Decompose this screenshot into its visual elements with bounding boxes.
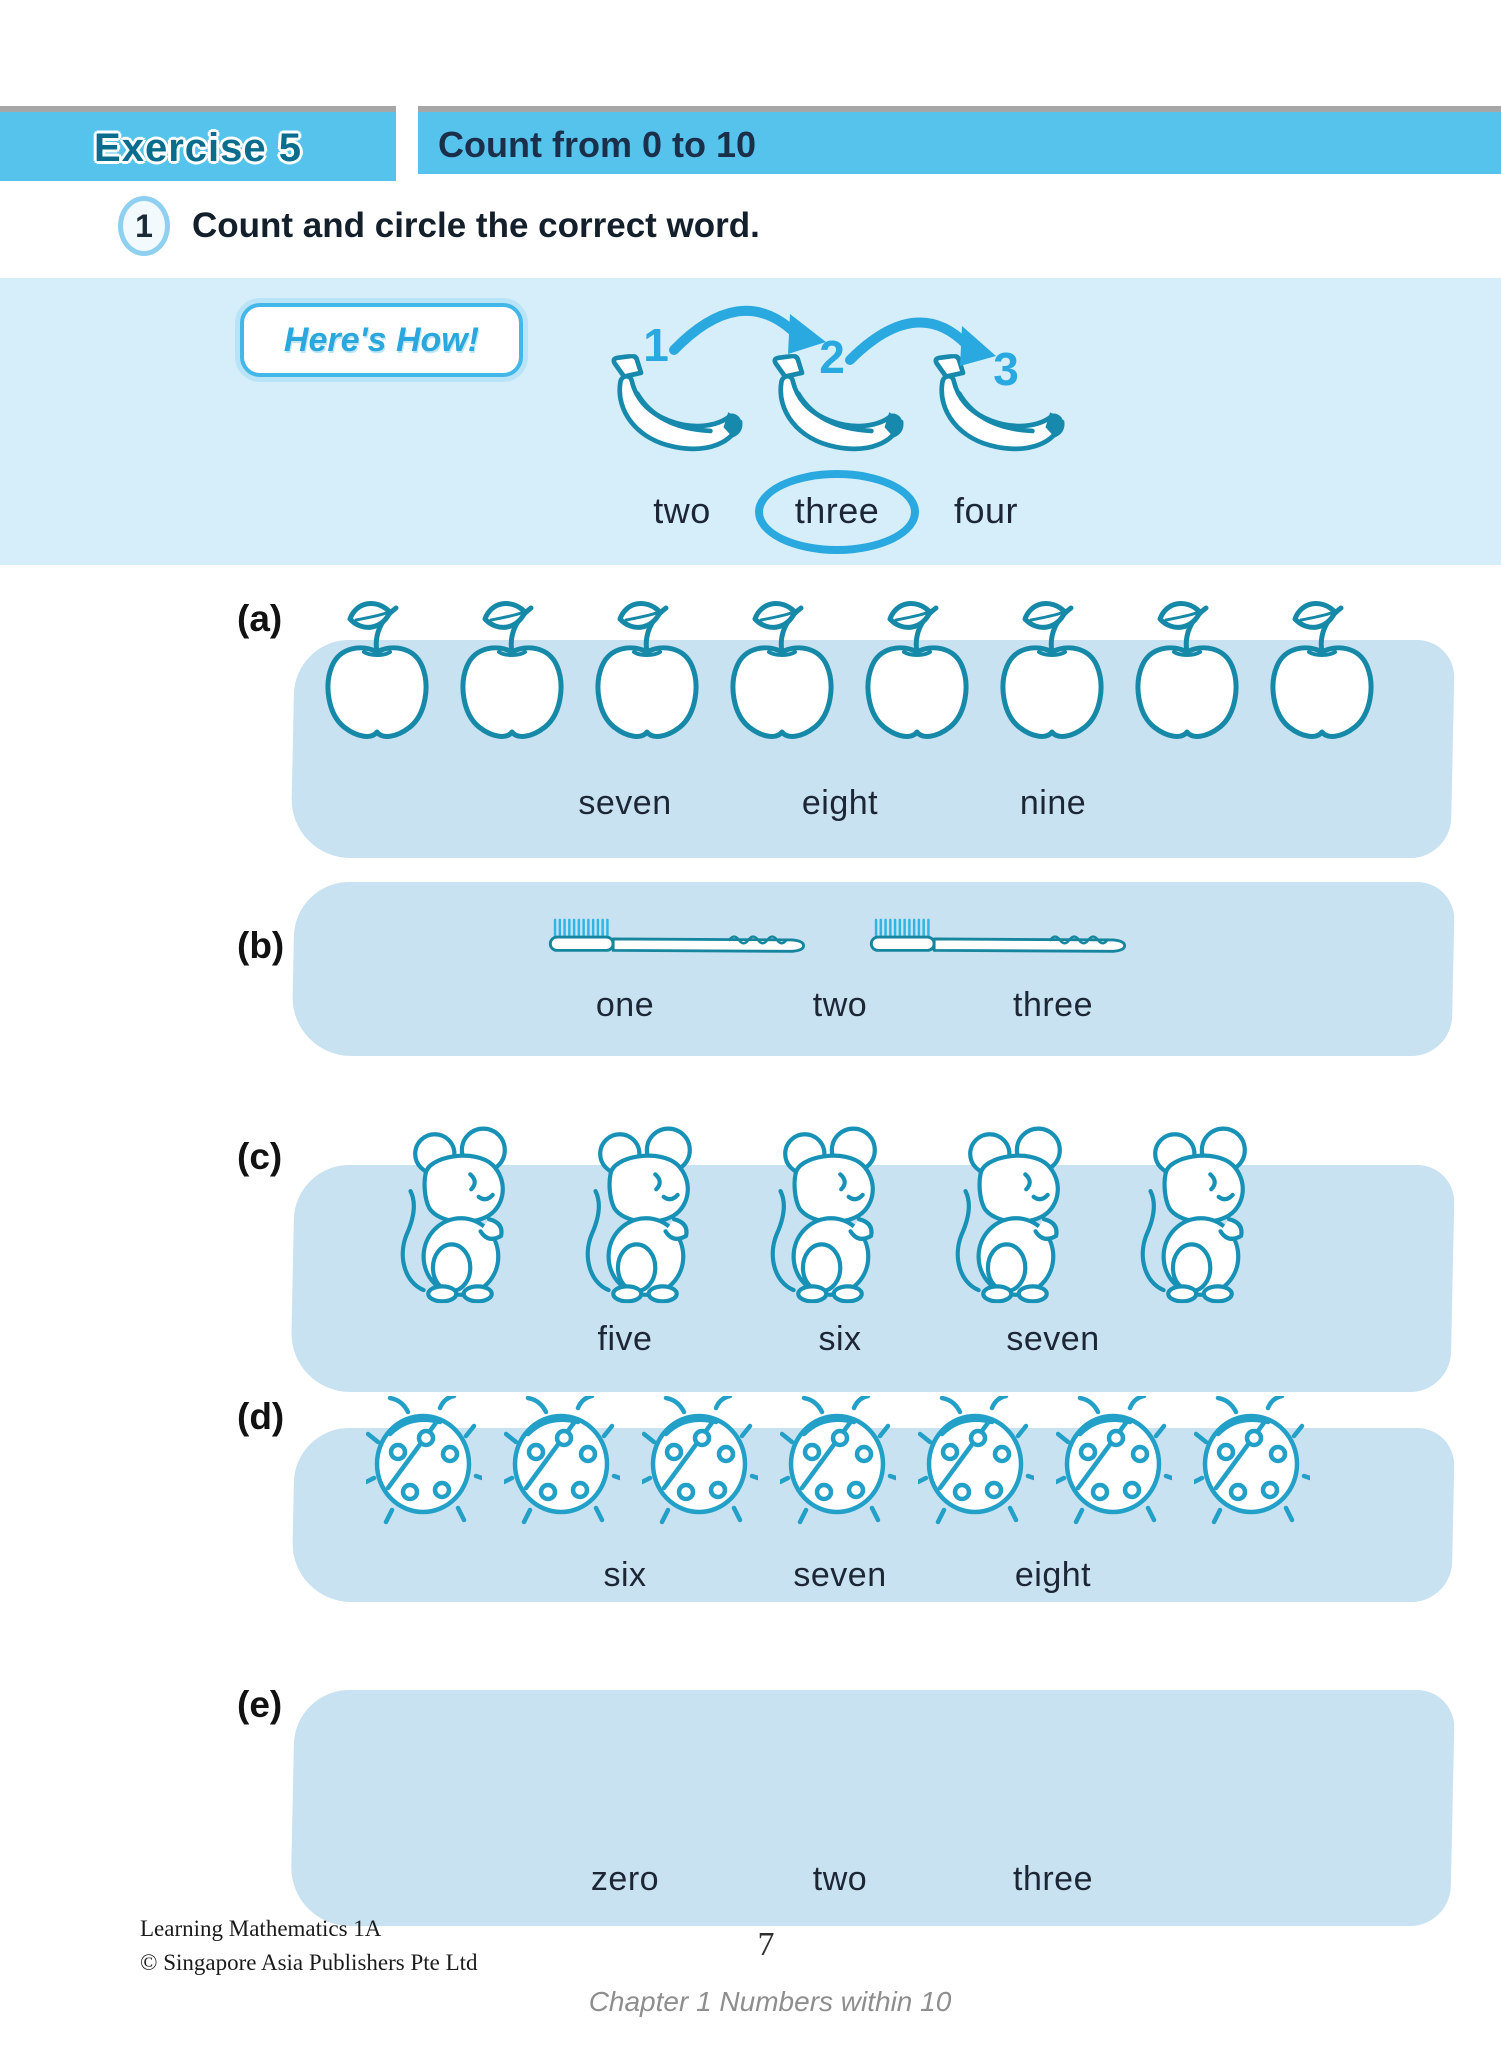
section-panel-b xyxy=(291,882,1455,1056)
option-word[interactable]: one xyxy=(595,986,655,1024)
option-word[interactable]: seven xyxy=(1006,1320,1100,1358)
exercise-label: Exercise 5 xyxy=(94,126,302,170)
ladybug-icon xyxy=(366,1396,482,1526)
toothbrush-icon xyxy=(542,918,810,958)
footer-copyright: © Singapore Asia Publishers Pte Ltd xyxy=(140,1950,478,1975)
heres-how-label: Here's How! xyxy=(283,320,480,359)
section-label-e: (e) xyxy=(237,1684,283,1725)
option-word[interactable]: zero xyxy=(590,1860,660,1898)
footer-book-title: Learning Mathematics 1A xyxy=(140,1916,382,1941)
mouse-icon xyxy=(575,1122,715,1307)
toothbrush-row xyxy=(542,918,1131,958)
header-bar: Count from 0 to 10 xyxy=(418,106,1501,174)
mouse-icon xyxy=(945,1122,1085,1307)
mouse-row xyxy=(390,1122,1270,1307)
option-word[interactable]: six xyxy=(818,1320,862,1358)
banana-icon xyxy=(596,352,746,464)
option-word[interactable]: eight xyxy=(1014,1556,1092,1594)
option-word[interactable]: nine xyxy=(1019,784,1087,822)
toothbrush-icon xyxy=(863,918,1131,958)
option-word[interactable]: six xyxy=(603,1556,647,1594)
option-word[interactable]: seven xyxy=(578,784,672,822)
option-word[interactable]: seven xyxy=(793,1556,887,1594)
section-panel-e xyxy=(290,1690,1455,1926)
page-title: Count from 0 to 10 xyxy=(438,124,757,165)
apple-row xyxy=(320,600,1380,740)
heres-how-badge: Here's How! xyxy=(240,303,523,377)
page-number: 7 xyxy=(757,1926,775,1963)
option-word[interactable]: two xyxy=(812,986,868,1024)
apple-icon xyxy=(995,600,1110,740)
count-label-2: 2 xyxy=(819,331,845,383)
mouse-icon xyxy=(390,1122,530,1307)
count-label-1: 1 xyxy=(643,319,669,371)
option-word[interactable]: three xyxy=(1013,1860,1093,1898)
count-label-3: 3 xyxy=(993,343,1019,395)
ladybug-row xyxy=(366,1396,1310,1526)
apple-icon xyxy=(590,600,705,740)
answer-circle xyxy=(755,470,919,554)
option-word[interactable]: two xyxy=(653,490,711,531)
apple-icon xyxy=(455,600,570,740)
option-word[interactable]: five xyxy=(597,1320,653,1358)
option-word[interactable]: two xyxy=(812,1860,868,1898)
ladybug-icon xyxy=(918,1396,1034,1526)
question-number: 1 xyxy=(135,207,153,244)
exercise-tab: Exercise 5 xyxy=(0,106,396,181)
ladybug-icon xyxy=(1056,1396,1172,1526)
ladybug-icon xyxy=(642,1396,758,1526)
mouse-icon xyxy=(1130,1122,1270,1307)
section-label-a: (a) xyxy=(237,598,283,639)
mouse-icon xyxy=(760,1122,900,1307)
section-label-d: (d) xyxy=(237,1396,285,1437)
apple-icon xyxy=(1265,600,1380,740)
apple-icon xyxy=(1130,600,1245,740)
apple-icon xyxy=(320,600,435,740)
option-word[interactable]: three xyxy=(1013,986,1093,1024)
ladybug-icon xyxy=(1194,1396,1310,1526)
section-label-b: (b) xyxy=(237,925,285,966)
section-label-c: (c) xyxy=(237,1136,283,1177)
question-number-badge: 1 xyxy=(118,196,170,256)
ladybug-icon xyxy=(504,1396,620,1526)
apple-icon xyxy=(860,600,975,740)
chapter-title: Chapter 1 Numbers within 10 xyxy=(588,1986,952,2017)
option-word[interactable]: eight xyxy=(801,784,879,822)
apple-icon xyxy=(725,600,840,740)
ladybug-icon xyxy=(780,1396,896,1526)
option-word[interactable]: four xyxy=(953,490,1019,531)
question-text: Count and circle the correct word. xyxy=(192,206,760,245)
